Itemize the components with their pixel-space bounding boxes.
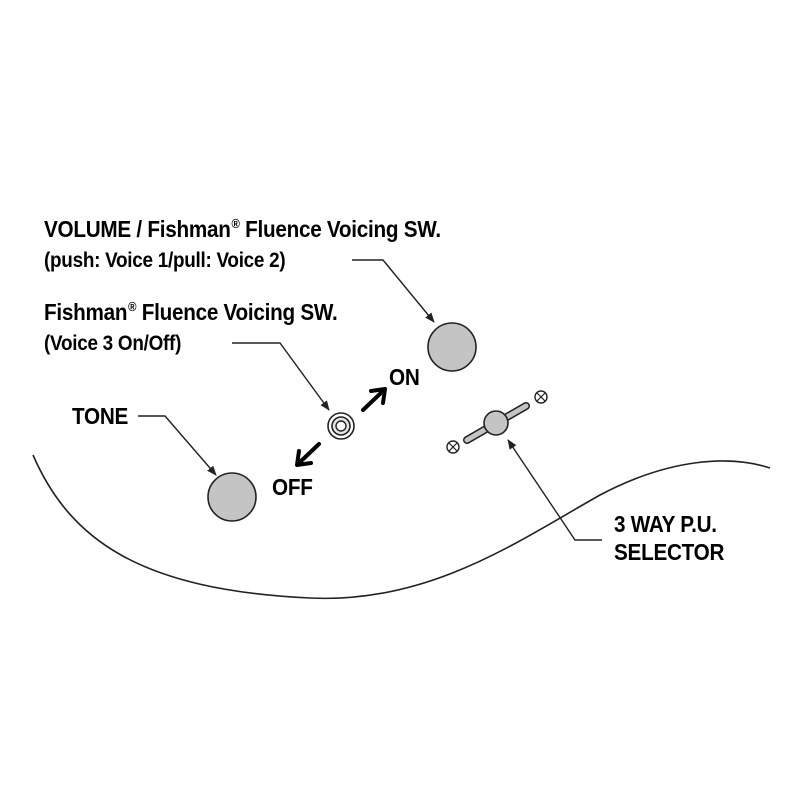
selector-leader-line xyxy=(507,439,602,541)
off-label: OFF xyxy=(272,474,313,500)
selector-label-line-2: SELECTOR xyxy=(614,539,725,565)
on-direction-arrow-icon xyxy=(361,387,387,412)
tone-knob[interactable] xyxy=(207,472,257,522)
selector-screw-icon xyxy=(446,440,460,454)
selector-label-line-1: 3 WAY P.U. xyxy=(614,511,717,537)
voicing-switch-label-line-1: Fishman® Fluence Voicing SW. xyxy=(44,299,338,325)
off-direction-arrow-icon xyxy=(295,442,321,467)
tone-leader-line xyxy=(138,415,217,476)
voicing-switch-label-line-2: (Voice 3 On/Off) xyxy=(44,332,182,355)
pickup-selector-switch[interactable] xyxy=(463,402,530,444)
tone-label: TONE xyxy=(72,403,129,429)
voicing-switch-leader-line xyxy=(232,342,330,411)
on-label: ON xyxy=(389,364,420,390)
volume-label-line-2: (push: Voice 1/pull: Voice 2) xyxy=(44,249,286,272)
volume-knob[interactable] xyxy=(427,322,477,372)
volume-label-line-1: VOLUME / Fishman® Fluence Voicing SW. xyxy=(44,216,441,242)
selector-screw-icon xyxy=(534,390,548,404)
volume-leader-line xyxy=(352,259,435,323)
guitar-body-outline xyxy=(32,454,771,600)
voicing-mini-switch[interactable] xyxy=(327,412,355,440)
